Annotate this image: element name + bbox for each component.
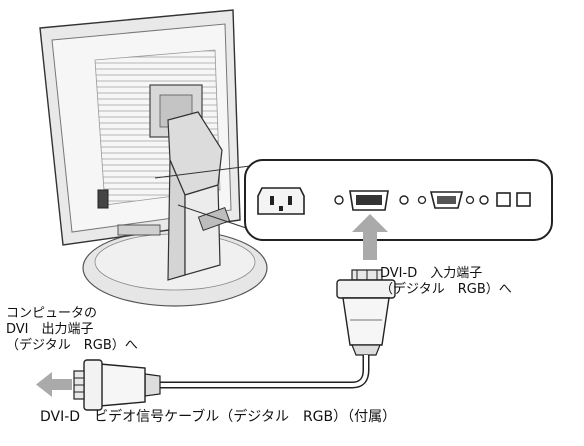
dvi-output-sublabel: （デジタル RGB）へ — [6, 338, 138, 353]
dvi-input-label: DVI-D 入力端子 — [380, 266, 483, 281]
screw-icon — [479, 195, 489, 205]
dvi-cable-connector-computer — [73, 359, 161, 411]
connector-panel-zoom — [244, 159, 553, 241]
usb-port-icon — [516, 192, 531, 207]
zoom-callout-lines — [154, 164, 259, 231]
screw-icon — [334, 195, 344, 205]
dvi-d-input-port — [349, 190, 389, 211]
dvi-output-label: DVI 出力端子 — [6, 322, 94, 337]
ac-power-inlet — [257, 187, 305, 215]
screw-icon — [399, 195, 409, 205]
screw-icon — [417, 195, 427, 205]
screw-icon — [465, 195, 475, 205]
insert-arrow-up — [352, 214, 388, 260]
dvi-cable-connector-monitor — [336, 269, 396, 356]
computer-label: コンピュータの — [6, 306, 98, 321]
dvi-cable — [160, 355, 370, 389]
analog-rgb-port — [429, 191, 464, 209]
dvi-input-sublabel: （デジタル RGB）へ — [380, 282, 512, 297]
cable-caption: DVI-D ビデオ信号ケーブル（デジタル RGB）（付属） — [40, 409, 397, 425]
usb-port-icon — [496, 192, 511, 207]
insert-arrow-left — [36, 372, 72, 397]
